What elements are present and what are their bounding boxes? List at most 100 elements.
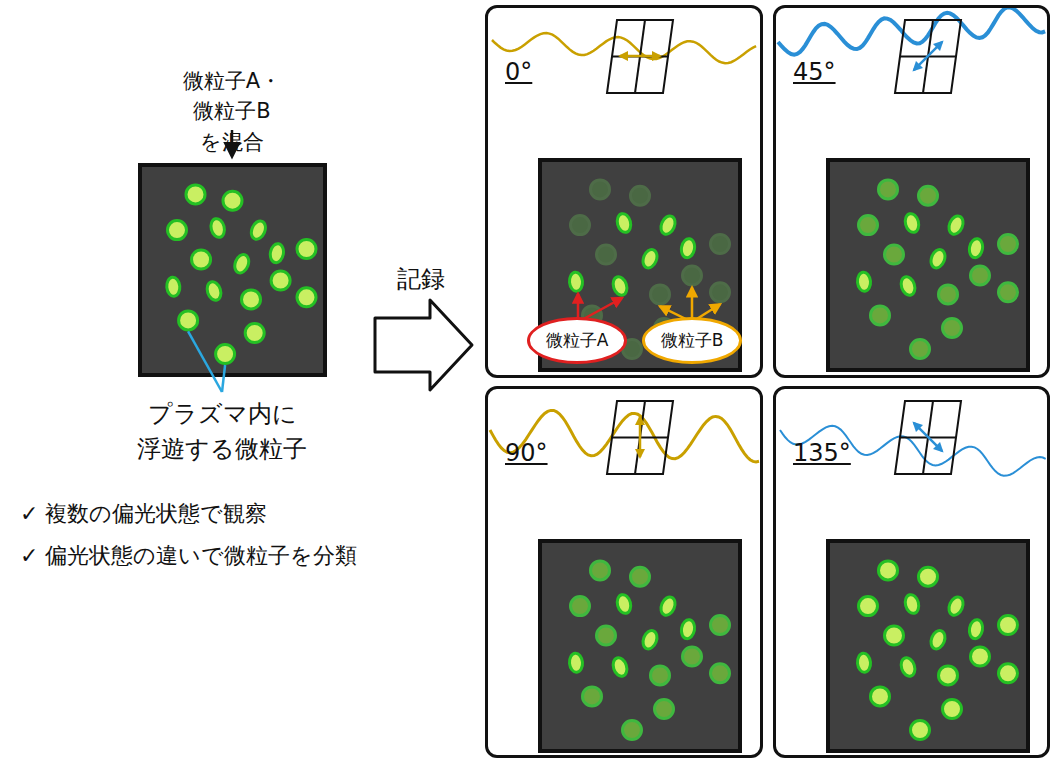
particle-b xyxy=(623,721,642,740)
particle-b xyxy=(999,664,1018,683)
particle-b xyxy=(591,180,610,199)
angle-label: 135° xyxy=(793,439,851,467)
particle-b xyxy=(999,283,1018,302)
particle-b xyxy=(879,180,898,199)
particle-a xyxy=(232,253,251,275)
angle-label: 0° xyxy=(505,58,532,86)
particle-b xyxy=(971,266,990,285)
polarization-panel: 90° xyxy=(485,386,763,758)
particle-a xyxy=(946,595,965,618)
particle-b xyxy=(683,266,702,285)
particle-a xyxy=(929,248,948,270)
particle-b xyxy=(591,561,610,580)
particle-b xyxy=(711,616,730,635)
light-wave xyxy=(780,426,1046,476)
polarization-arrow xyxy=(620,55,660,58)
particle-a xyxy=(641,248,660,270)
particle-b xyxy=(943,700,962,719)
particle-b xyxy=(939,285,958,304)
particle-a xyxy=(658,214,677,237)
check-item: ✓ 複数の偏光状態で観察 xyxy=(20,498,267,530)
particle-b xyxy=(651,285,670,304)
particle-a xyxy=(209,217,226,239)
particle-a xyxy=(946,214,965,237)
polarization-panel: 45° xyxy=(773,5,1050,378)
check-item: ✓ 偏光状態の違いで微粒子を分類 xyxy=(20,540,357,572)
particle-a xyxy=(857,653,872,673)
leader-line xyxy=(188,331,222,392)
particle-a xyxy=(903,212,920,234)
polarizer xyxy=(895,401,961,474)
polarization-arrow xyxy=(639,417,642,457)
particle-a xyxy=(968,238,984,259)
particle-b xyxy=(655,700,674,719)
particle-callout: 微粒子B xyxy=(642,317,743,364)
plasma-chamber xyxy=(140,165,325,375)
particle-a xyxy=(166,277,181,297)
particle-b xyxy=(186,185,205,204)
leader-line xyxy=(222,365,225,392)
polarizer xyxy=(895,20,961,93)
polarization-panel: 135° xyxy=(773,386,1050,758)
callout-text: 微粒子A xyxy=(546,330,609,350)
particle-a xyxy=(899,275,917,297)
particle-b xyxy=(192,250,211,269)
particle-b xyxy=(631,567,650,586)
particle-b xyxy=(711,235,730,254)
camera-image xyxy=(828,541,1028,751)
particle-a xyxy=(615,593,632,615)
polarizer-grid xyxy=(612,56,668,58)
particle-b xyxy=(879,561,898,580)
particle-b xyxy=(885,245,904,264)
polarization-panel: 0° 微粒子A 微粒子B xyxy=(485,5,763,378)
callout-text: 微粒子B xyxy=(661,330,724,350)
particle-b xyxy=(223,191,242,210)
angle-label: 90° xyxy=(505,439,548,467)
particle-a xyxy=(269,243,285,264)
particle-b xyxy=(583,687,602,706)
polarizer xyxy=(607,401,673,474)
particle-a xyxy=(899,656,917,678)
mix-label: 微粒子A・微粒子B を混合 xyxy=(183,66,281,157)
particle-b xyxy=(999,616,1018,635)
particle-b xyxy=(168,221,187,240)
particle-b xyxy=(711,664,730,683)
record-label: 記録 xyxy=(397,262,445,297)
camera-image xyxy=(540,160,740,370)
particle-b xyxy=(242,290,261,309)
record-arrow xyxy=(375,300,472,390)
particle-b xyxy=(859,597,878,616)
polarizer xyxy=(607,20,673,93)
polarization-arrow xyxy=(914,423,942,451)
particle-callout: 微粒子A xyxy=(527,317,628,364)
particle-a xyxy=(569,653,584,673)
angle-label: 45° xyxy=(793,58,836,86)
particle-b xyxy=(597,245,616,264)
particle-b xyxy=(919,186,938,205)
particle-a xyxy=(611,656,629,678)
particle-b xyxy=(939,666,958,685)
particle-b xyxy=(859,216,878,235)
particle-b xyxy=(871,687,890,706)
particle-b xyxy=(885,626,904,645)
particle-b xyxy=(271,271,290,290)
particle-b xyxy=(971,647,990,666)
particle-b xyxy=(683,647,702,666)
particle-b xyxy=(911,721,930,740)
particle-b xyxy=(919,567,938,586)
polarization-arrow xyxy=(914,42,942,70)
particle-a xyxy=(680,238,696,259)
particle-b xyxy=(245,324,264,343)
particle-b xyxy=(179,311,198,330)
particle-a xyxy=(205,280,223,302)
particle-b xyxy=(651,666,670,685)
particle-a xyxy=(680,619,696,640)
particle-a xyxy=(615,212,632,234)
particle-a xyxy=(611,275,629,297)
particle-b xyxy=(711,283,730,302)
particle-b xyxy=(571,597,590,616)
particle-a xyxy=(569,272,584,292)
particle-b xyxy=(943,319,962,338)
particle-b xyxy=(297,288,316,307)
particle-a xyxy=(658,595,677,618)
